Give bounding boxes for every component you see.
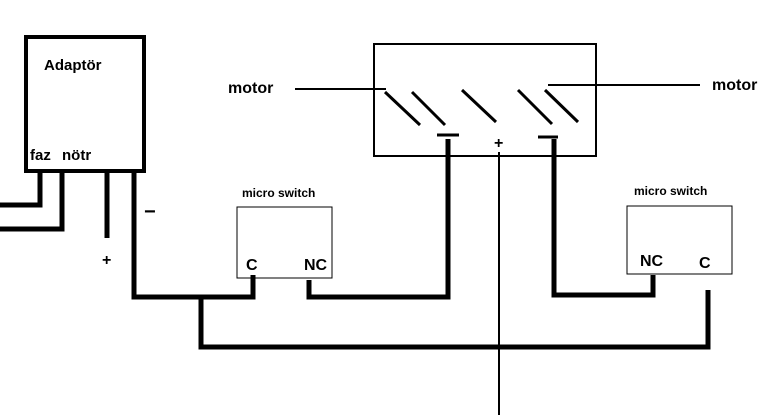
adapter-minus-label: −: [144, 201, 156, 223]
micro-switch-left-title: micro switch: [242, 186, 315, 200]
motor-plus-label: +: [494, 135, 503, 152]
motor-right-label: motor: [712, 77, 757, 94]
adapter-notr-label: nötr: [62, 147, 91, 164]
motor-contact-line: [383, 90, 422, 127]
adapter-plus-label: +: [102, 252, 111, 269]
motor-minus-left-wire: [306, 139, 451, 300]
micro-switch-right-nc-label: NC: [640, 253, 664, 270]
micro-switch-left-nc-label: NC: [304, 257, 328, 274]
micro-switch-right: [626, 205, 733, 275]
motor-contact-line: [516, 88, 554, 126]
motor-contact-line: [460, 88, 498, 124]
micro-switch-right-title: micro switch: [634, 184, 707, 198]
adapter-title: Adaptör: [44, 57, 102, 74]
adapter-faz-label: faz: [30, 147, 51, 164]
micro-switch-right-c-label: C: [699, 255, 711, 272]
motor-box: [373, 43, 597, 157]
micro-switch-left: [236, 206, 333, 279]
faz-wire: [0, 171, 43, 208]
common-bus-wire: [198, 290, 711, 350]
adapter-box: [24, 35, 146, 173]
micro-switch-left-c-label: C: [246, 257, 258, 274]
motor-minus-right-wire: [551, 139, 656, 298]
motor-left-label: motor: [228, 80, 273, 97]
adapter-minus-wire: [131, 171, 256, 300]
notr-wire: [0, 171, 65, 232]
motor-contact-line: [410, 90, 447, 127]
motor-contact-line: [543, 88, 580, 124]
